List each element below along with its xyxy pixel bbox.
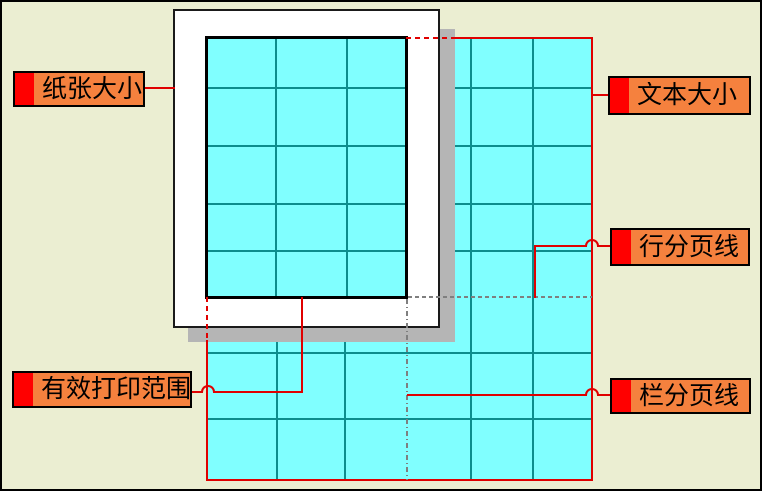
label-row-page-break: 行分页线 — [610, 228, 750, 266]
paper-shadow-bottom — [188, 328, 455, 342]
label-text: 栏分页线 — [639, 382, 740, 410]
connector-jump-arc — [585, 388, 599, 396]
grid-line — [208, 203, 405, 205]
column-page-break-line — [406, 299, 408, 480]
label-paper-size: 纸张大小 — [13, 71, 145, 107]
grid-line — [470, 39, 472, 481]
grid-line — [207, 352, 593, 354]
grid-line — [532, 39, 534, 481]
label-column-page-break: 栏分页线 — [610, 378, 751, 414]
red-marker-icon — [612, 380, 631, 412]
connector-jump-arc — [585, 239, 599, 247]
connector-row-break — [534, 245, 536, 298]
connector-print-range — [214, 391, 303, 393]
red-marker-icon — [15, 73, 34, 105]
connector-print-range — [301, 297, 303, 393]
text-area-border-bottom — [206, 479, 593, 481]
label-text: 行分页线 — [639, 233, 740, 261]
grid-line — [346, 39, 348, 296]
grid-line — [207, 418, 593, 420]
connector-paper-size — [145, 87, 175, 89]
paper-shadow-right — [440, 29, 455, 342]
text-area-border-top — [455, 37, 593, 39]
label-print-range: 有效打印范围 — [12, 371, 192, 408]
red-marker-icon — [610, 78, 629, 113]
printable-area — [205, 36, 408, 299]
label-text-size: 文本大小 — [608, 76, 751, 115]
grid-line — [208, 87, 405, 89]
connector-column-break — [598, 394, 610, 396]
connector-jump-arc — [201, 385, 215, 393]
grid-line — [275, 39, 277, 296]
connector-row-break — [598, 245, 610, 247]
red-marker-icon — [612, 230, 631, 264]
grid-line — [208, 250, 405, 252]
connector-row-break — [534, 245, 586, 247]
text-area-border-top-dashed — [406, 37, 455, 39]
connector-column-break — [407, 394, 586, 396]
label-text: 纸张大小 — [42, 75, 143, 103]
text-area-border-right — [591, 37, 593, 481]
red-marker-icon — [14, 373, 33, 406]
label-text: 文本大小 — [637, 82, 738, 109]
row-page-break-line — [408, 296, 592, 298]
grid-line — [208, 145, 405, 147]
text-area-border-left — [206, 340, 208, 481]
connector-text-size — [593, 94, 608, 96]
text-area-border-left-dashed — [206, 297, 208, 341]
label-text: 有效打印范围 — [41, 376, 190, 403]
connector-print-range — [192, 391, 202, 393]
